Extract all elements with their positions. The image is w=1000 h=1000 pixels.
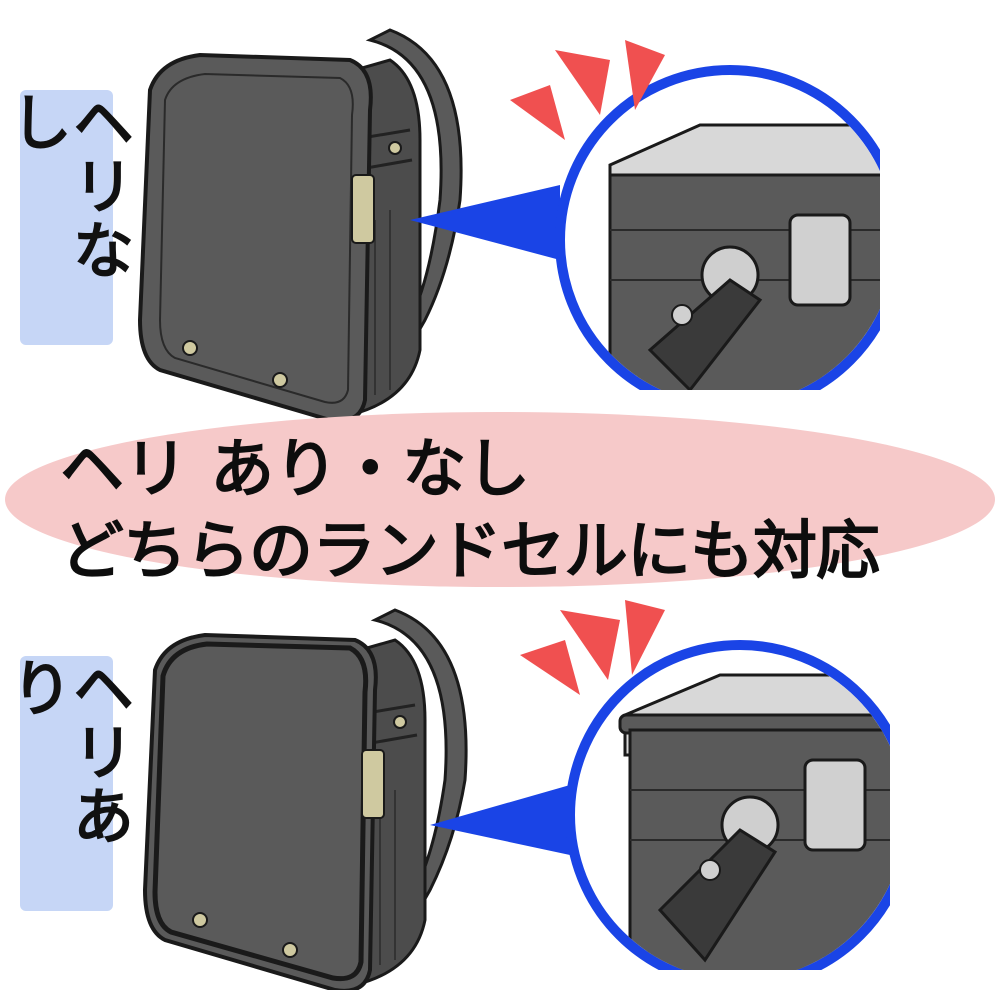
zoom-circle-bottom: [430, 600, 890, 970]
banner-line-1: ヘリ あり・なし: [60, 433, 531, 507]
label-heri-ari-text: ヘリあり: [0, 656, 135, 848]
attention-marks-bottom: [520, 600, 665, 695]
label-heri-nashi-text: ヘリなし: [0, 90, 135, 282]
label-heri-ari: ヘリあり: [0, 656, 135, 911]
zoom-circle-top: [410, 40, 880, 390]
label-heri-nashi: ヘリなし: [0, 90, 135, 345]
banner-ellipse: [5, 412, 995, 587]
attention-marks-top: [510, 40, 665, 140]
banner-line-2: どちらのランドセルにも対応: [60, 515, 880, 589]
randoseru-illustration-top: [137, 28, 463, 420]
randoseru-illustration-bottom: [142, 608, 468, 990]
